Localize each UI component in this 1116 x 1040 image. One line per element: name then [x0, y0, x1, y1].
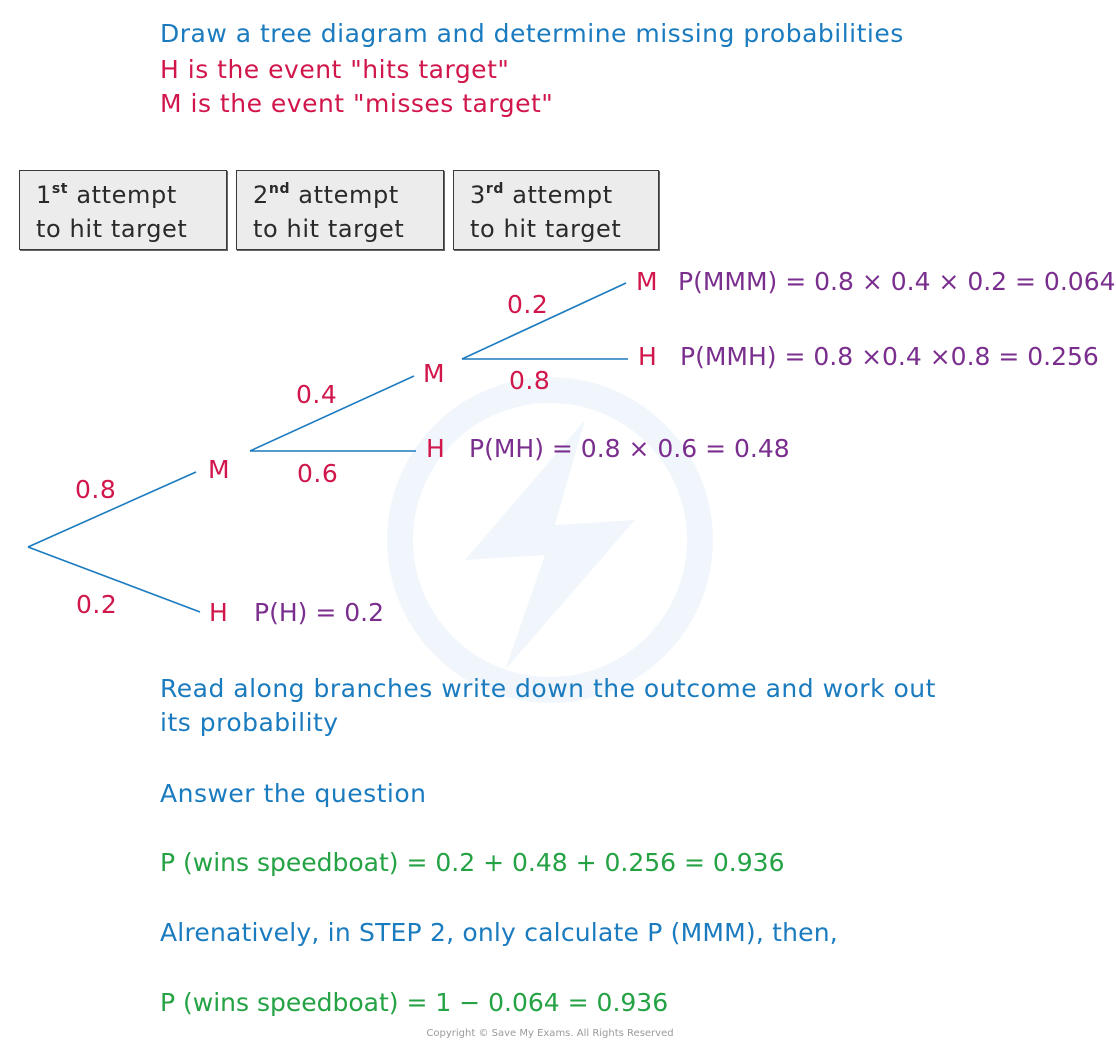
attempt-number: 1 [36, 181, 52, 209]
calc-mh: P(MH) = 0.8 × 0.6 = 0.48 [469, 434, 790, 463]
node-hit-1: H [209, 598, 229, 627]
node-miss-2: M [423, 359, 446, 388]
ordinal-suffix: st [51, 181, 69, 197]
prob-third-hit: 0.8 [509, 366, 551, 395]
read-branches-text: Read along branches write down the outco… [160, 674, 936, 703]
prob-second-miss: 0.4 [296, 380, 338, 409]
prob-third-miss: 0.2 [507, 290, 549, 319]
branch-2-miss [249, 375, 415, 452]
header-attempt-3: 3rd attempt to hit target [453, 170, 659, 250]
answer-equation-2: P (wins speedboat) = 1 − 0.064 = 0.936 [160, 988, 669, 1017]
attempt-subtitle: to hit target [253, 215, 405, 243]
attempt-word: attempt [504, 181, 613, 209]
node-miss-1: M [208, 455, 231, 484]
calc-mmm: P(MMM) = 0.8 × 0.4 × 0.2 = 0.064 [678, 267, 1116, 296]
branch-1-hit [27, 546, 201, 613]
branch-1-miss [27, 471, 197, 548]
event-m-definition: M is the event "misses target" [160, 89, 554, 118]
calc-h: P(H) = 0.2 [254, 598, 384, 627]
copyright-notice: Copyright © Save My Exams. All Rights Re… [426, 1028, 674, 1039]
header-attempt-2: 2nd attempt to hit target [236, 170, 444, 250]
node-miss-3: M [636, 267, 659, 296]
attempt-subtitle: to hit target [36, 215, 188, 243]
ordinal-suffix: nd [268, 181, 291, 197]
answer-heading: Answer the question [160, 779, 427, 808]
ordinal-suffix: rd [485, 181, 505, 197]
prob-first-miss: 0.8 [75, 475, 117, 504]
answer-equation-1: P (wins speedboat) = 0.2 + 0.48 + 0.256 … [160, 848, 785, 877]
watermark-logo [387, 377, 713, 703]
calc-mmh: P(MMH) = 0.8 ×0.4 ×0.8 = 0.256 [680, 342, 1099, 371]
attempt-number: 3 [470, 181, 486, 209]
attempt-word: attempt [290, 181, 399, 209]
header-attempt-1: 1st attempt to hit target [19, 170, 227, 250]
attempt-number: 2 [253, 181, 269, 209]
alternative-text: Alrenatively, in STEP 2, only calculate … [160, 918, 838, 947]
node-hit-3: H [638, 342, 658, 371]
prob-second-hit: 0.6 [297, 459, 339, 488]
prob-first-hit: 0.2 [76, 590, 118, 619]
branch-3-miss [461, 282, 627, 360]
attempt-word: attempt [68, 181, 177, 209]
attempt-subtitle: to hit target [470, 215, 622, 243]
event-h-definition: H is the event "hits target" [160, 55, 510, 84]
instruction-text: Draw a tree diagram and determine missin… [160, 19, 904, 48]
read-branches-text-cont: its probability [160, 708, 339, 737]
node-hit-2: H [426, 434, 446, 463]
